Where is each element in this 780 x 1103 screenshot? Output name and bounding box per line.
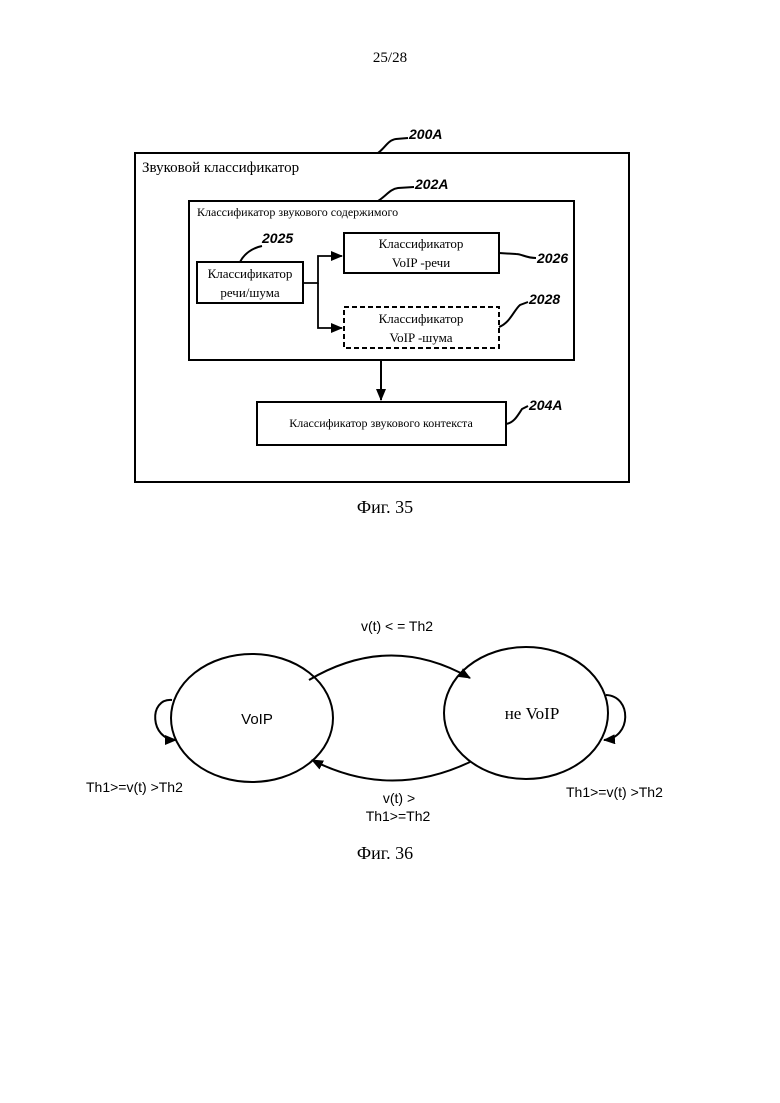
- leader-202A: [378, 187, 414, 201]
- fig35-caption: Фиг. 35: [357, 497, 413, 517]
- speech-noise-line2: речи/шума: [220, 285, 280, 300]
- leader-2028: [499, 302, 528, 327]
- ref-2028: 2028: [528, 291, 560, 307]
- figure-35: Звуковой классификатор 200A Классификато…: [135, 126, 629, 517]
- bottom-transition-label-line2: Th1>=Th2: [366, 808, 431, 824]
- ref-202A: 202A: [414, 176, 448, 192]
- state-not-voip-label: не VoIP: [505, 704, 560, 723]
- top-transition-label: v(t) < = Th2: [361, 618, 433, 634]
- leader-200A: [378, 138, 408, 153]
- arrow-to-voip-noise: [318, 283, 342, 328]
- ref-200A: 200A: [408, 126, 442, 142]
- content-classifier-title: Классификатор звукового содержимого: [197, 205, 398, 219]
- voip-noise-line2: VoIP -шума: [389, 330, 452, 345]
- transition-not-voip-to-voip: [312, 760, 470, 781]
- right-self-loop-label: Th1>=v(t) >Th2: [566, 784, 663, 800]
- arrow-to-voip-speech: [303, 256, 342, 283]
- context-classifier-label: Классификатор звукового контекста: [289, 416, 473, 430]
- page-number: 25/28: [373, 50, 407, 66]
- voip-noise-line1: Классификатор: [379, 311, 464, 326]
- leader-204A: [506, 406, 528, 424]
- sound-classifier-title: Звуковой классификатор: [142, 160, 299, 176]
- fig36-caption: Фиг. 36: [357, 843, 413, 863]
- bottom-transition-label-line1: v(t) >: [383, 790, 415, 806]
- voip-speech-line1: Классификатор: [379, 236, 464, 251]
- ref-2025: 2025: [261, 230, 293, 246]
- leader-2025: [240, 246, 262, 262]
- speech-noise-line1: Классификатор: [208, 266, 293, 281]
- ref-204A: 204A: [528, 397, 562, 413]
- voip-speech-line2: VoIP -речи: [392, 255, 450, 270]
- figure-36: v(t) < = Th2 VoIP не VoIP Th1>=v(t) >Th2…: [86, 618, 663, 863]
- left-self-loop-label: Th1>=v(t) >Th2: [86, 779, 183, 795]
- state-voip-label: VoIP: [241, 711, 273, 728]
- transition-voip-to-not-voip: [309, 655, 470, 680]
- ref-2026: 2026: [536, 250, 568, 266]
- leader-2026: [499, 253, 536, 258]
